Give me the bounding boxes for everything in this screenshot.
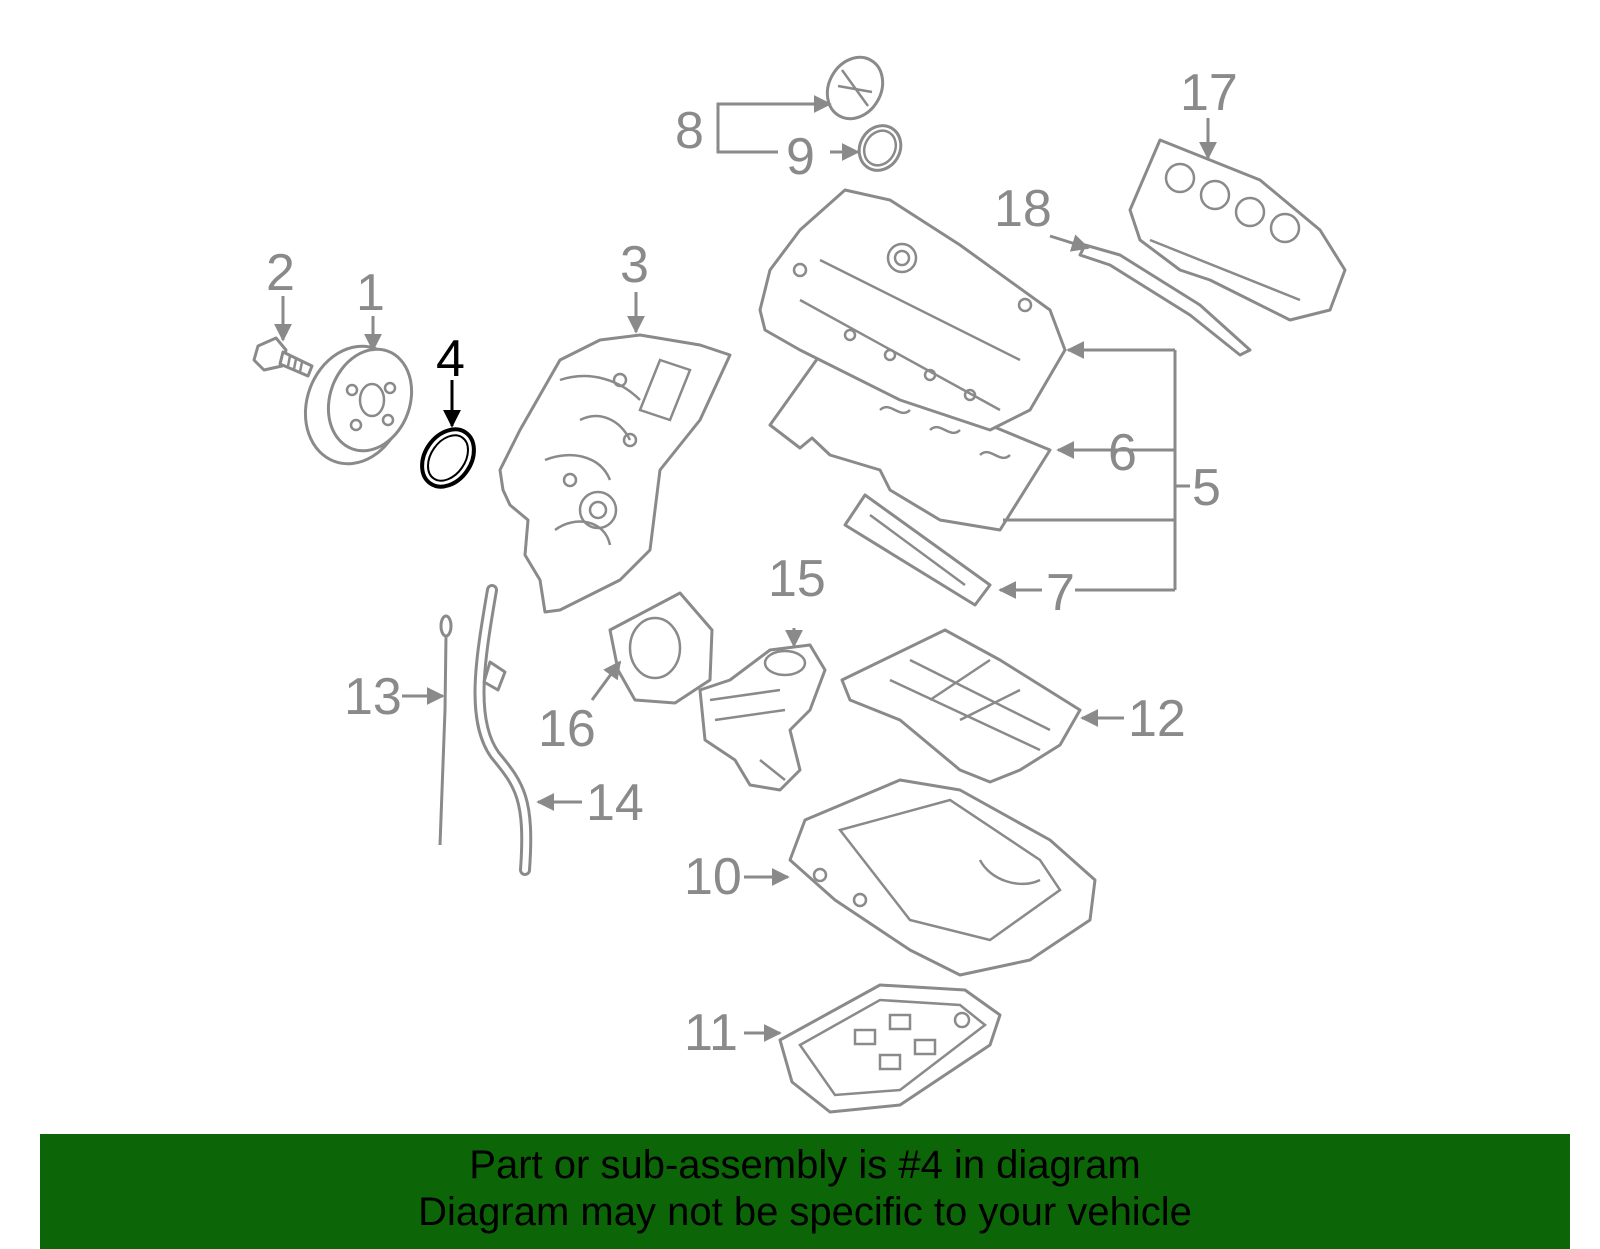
part-15-oil-pump[interactable] (698, 643, 827, 792)
part-11-lower-oil-pan[interactable] (778, 983, 1002, 1114)
callout-1: 1 (356, 264, 385, 322)
part-18-gasket[interactable] (1078, 243, 1252, 357)
callout-8: 8 (675, 102, 704, 160)
part-4-seal[interactable] (411, 419, 484, 496)
callout-18: 18 (994, 180, 1052, 238)
callout-6: 6 (1108, 424, 1137, 482)
callout-17: 17 (1180, 64, 1238, 122)
callout-16: 16 (538, 700, 596, 758)
part-8-cap[interactable] (816, 47, 893, 128)
part-16-cover[interactable] (608, 591, 714, 705)
part-12-baffle[interactable] (840, 628, 1082, 784)
callout-9: 9 (786, 128, 815, 186)
callout-12: 12 (1128, 690, 1186, 748)
banner-line-part: Part or sub-assembly is #4 in diagram (469, 1143, 1141, 1187)
callout-14: 14 (586, 774, 644, 832)
part-9-gasket[interactable] (851, 118, 909, 178)
leader-lines (274, 95, 1217, 1042)
callout-5: 5 (1192, 459, 1221, 517)
callout-2: 2 (266, 244, 295, 302)
banner-line-disclaimer: Diagram may not be specific to your vehi… (418, 1190, 1192, 1234)
part-3-timing-cover[interactable] (498, 333, 732, 614)
part-7-seal[interactable] (843, 493, 992, 607)
callout-4: 4 (436, 330, 465, 388)
part-14-dipstick-tube[interactable] (473, 584, 533, 876)
info-banner: Part or sub-assembly is #4 in diagram Di… (40, 1134, 1570, 1249)
part-17-intake-manifold[interactable] (1128, 138, 1347, 322)
callout-15: 15 (768, 550, 826, 608)
part-13-dipstick[interactable] (438, 614, 453, 846)
callout-10: 10 (684, 848, 742, 906)
part-10-upper-oil-pan[interactable] (788, 778, 1097, 977)
part-5-valve-cover[interactable] (758, 188, 1067, 432)
callout-11: 11 (684, 1004, 738, 1062)
callout-7: 7 (1046, 564, 1075, 622)
part-1-pulley[interactable] (289, 332, 425, 478)
callout-3: 3 (620, 236, 649, 294)
callout-13: 13 (344, 668, 402, 726)
part-2-bolt[interactable] (252, 336, 314, 378)
